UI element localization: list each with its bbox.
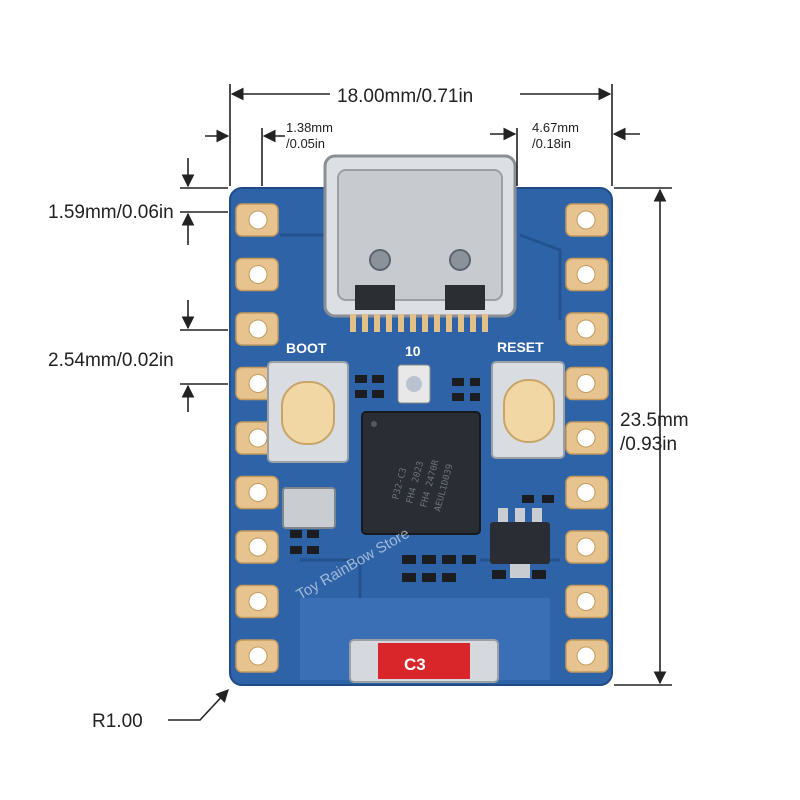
io-label: 10 xyxy=(405,343,421,359)
dimension-lines xyxy=(168,84,672,721)
pin-hole xyxy=(576,428,596,448)
pin-hole xyxy=(576,537,596,557)
pin-pitch-dimension: 2.54mm/0.02in xyxy=(48,350,174,371)
usb-left-offset-mm: 1.38mm xyxy=(286,120,333,135)
smd-components xyxy=(290,375,554,582)
usb-c-connector-icon xyxy=(323,154,517,332)
usb-left-offset-in: /0.05in xyxy=(286,136,325,151)
pin-hole xyxy=(576,646,596,666)
pin-hole xyxy=(248,210,268,230)
corner-radius-label: R1.00 xyxy=(92,711,143,732)
castellated-pads-right xyxy=(565,203,609,673)
pin-hole xyxy=(248,483,268,502)
usb-right-offset-in: /0.18in xyxy=(532,136,571,151)
pin-hole xyxy=(248,537,268,557)
pin-hole xyxy=(248,592,268,611)
pin-hole xyxy=(576,265,596,284)
ldo-regulator-icon xyxy=(490,508,550,578)
boot-button[interactable] xyxy=(267,361,349,463)
pin-hole xyxy=(576,483,596,502)
antenna-icon: C3 xyxy=(349,639,499,683)
pin-hole xyxy=(576,210,596,230)
boot-label: BOOT xyxy=(286,340,327,356)
usb-right-offset-mm: 4.67mm xyxy=(532,120,579,135)
pin-hole xyxy=(576,374,596,393)
crystal-icon xyxy=(282,487,336,529)
pin-hole xyxy=(248,428,268,448)
reset-button[interactable] xyxy=(491,361,565,459)
width-dimension: 18.00mm/0.71in xyxy=(337,86,473,107)
pin-hole xyxy=(248,265,268,284)
top-margin-dimension: 1.59mm/0.06in xyxy=(48,202,174,223)
pin-hole xyxy=(248,319,268,339)
height-dimension-mm: 23.5mm xyxy=(620,410,689,431)
pin-hole xyxy=(576,592,596,611)
mcu-chip-icon: P32-C3 FH4 2023 FH4 2470R AEUL1D039 xyxy=(361,411,481,535)
pin-hole xyxy=(248,646,268,666)
height-dimension-in: /0.93in xyxy=(620,434,677,455)
pin-hole xyxy=(576,319,596,339)
antenna-label: C3 xyxy=(404,655,426,674)
pin-hole xyxy=(248,374,268,393)
reset-label: RESET xyxy=(497,339,544,355)
